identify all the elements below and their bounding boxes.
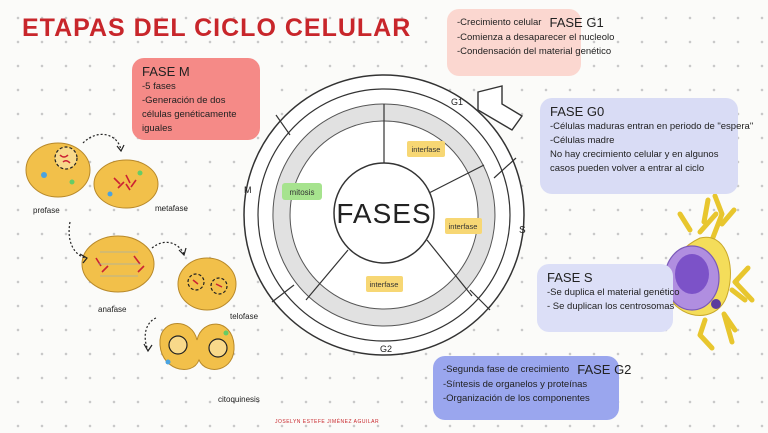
label-citoquinesis: citoquinesis	[218, 395, 260, 404]
fase-g1-item: -Condensación del material genético	[457, 46, 612, 57]
fase-m-card: FASE M -5 fases -Generación de dos célul…	[132, 58, 260, 140]
fase-g2-item: -Organización de los componentes	[443, 393, 590, 404]
fase-g1-heading: FASE G1	[549, 15, 604, 30]
fase-g2-item: -Segunda fase de crecimiento	[443, 364, 570, 375]
ring-label-g1: G1	[451, 97, 463, 107]
sector-line-right-low	[426, 239, 473, 297]
fase-g0-item: No hay crecimiento celular y en algunos …	[550, 149, 719, 174]
fase-s-heading: FASE S	[547, 270, 593, 285]
sector-line-right	[428, 164, 485, 194]
fase-g0-item: -Células madre	[550, 135, 615, 146]
fase-m-heading: FASE M	[142, 64, 190, 79]
fase-g1-item: -Crecimiento celular	[457, 17, 542, 28]
fase-g2-item: -Síntesis de organelos y proteínas	[443, 379, 588, 390]
cell-telofase	[177, 257, 237, 311]
tag-interfase-top-bg	[407, 141, 445, 157]
fase-s-item: - Se duplican los centrosomas	[547, 301, 675, 312]
fase-g1-item: -Comienza a desaparecer el nucleolo	[457, 32, 615, 43]
fase-g2-heading: FASE G2	[577, 362, 632, 377]
fase-g0-item: -Células maduras entran en periodo de "e…	[550, 121, 754, 132]
label-metafase: metafase	[155, 204, 188, 213]
label-anafase: anafase	[98, 305, 127, 314]
tag-interfase-bottom-bg	[366, 276, 403, 292]
sector-line-left-low	[305, 249, 349, 301]
ring-label-g2: G2	[380, 344, 392, 354]
fase-g0-heading: FASE G0	[550, 104, 605, 119]
tag-mitosis-bg	[282, 183, 322, 200]
fase-g1-card: -Crecimiento celular FASE G1 -Comienza a…	[447, 9, 615, 76]
tag-interfase-top: interfase	[412, 145, 441, 154]
label-telofase: telofase	[230, 312, 259, 321]
tag-interfase-bottom: interfase	[370, 280, 399, 289]
fase-s-item: -Se duplica el material genético	[547, 287, 680, 298]
divider-m-g1	[275, 114, 291, 136]
fase-m-item: -5 fases	[142, 81, 176, 92]
fase-s-card: FASE S -Se duplica el material genético …	[537, 264, 680, 332]
interphase-band	[272, 103, 496, 327]
divider-s-g2	[469, 289, 491, 311]
page-title: ETAPAS DEL CICLO CELULAR	[22, 14, 412, 42]
label-profase: profase	[33, 206, 60, 215]
center-circle	[333, 162, 435, 264]
ring-label-s: S	[519, 225, 526, 236]
g0-exit-tab	[477, 85, 524, 131]
fase-g2-card: -Segunda fase de crecimiento FASE G2 -Sí…	[433, 356, 631, 420]
divider-g1-s	[493, 157, 517, 179]
fase-g0-card: FASE G0 -Células maduras entran en perio…	[540, 98, 754, 194]
ring-label-m: M	[244, 185, 252, 195]
tag-interfase-right-bg	[445, 218, 482, 234]
divider-g2-m	[271, 284, 295, 303]
tag-mitosis: mitosis	[290, 188, 315, 197]
cell-citoquinesis	[159, 323, 235, 370]
fase-m-item: -Generación de dos células genéticamente…	[142, 95, 237, 134]
center-label: FASES	[336, 198, 431, 229]
tag-interfase-right: interfase	[449, 222, 478, 231]
author-credit: JOSELYN ESTEFE JIMÉNEZ AGUILAR	[275, 419, 380, 425]
